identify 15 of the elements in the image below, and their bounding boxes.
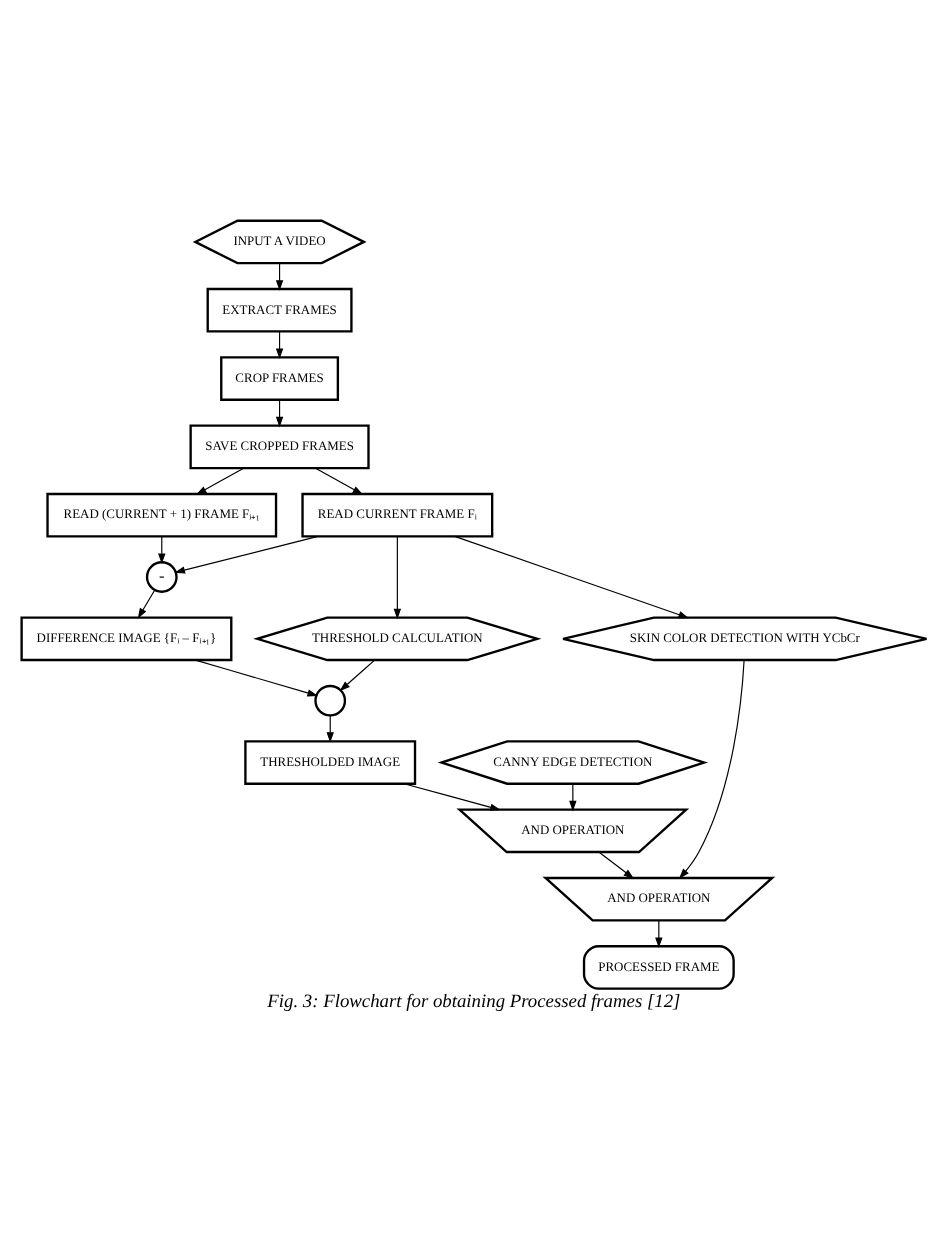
arrow (314, 466, 364, 494)
arrow (174, 534, 319, 573)
arrow (403, 782, 501, 810)
node-circle (314, 683, 347, 716)
arrow (339, 658, 376, 691)
caption: Fig. 3: Flowchart for obtaining Processed frames [12] (267, 992, 681, 1013)
arrow (393, 534, 402, 619)
arrow (569, 782, 577, 811)
arrow (598, 850, 635, 879)
arrow (196, 466, 245, 494)
node-circle: - (145, 560, 178, 592)
arrow (137, 588, 156, 618)
arrow (194, 658, 319, 696)
arrow (679, 658, 745, 878)
arrow (454, 534, 690, 618)
